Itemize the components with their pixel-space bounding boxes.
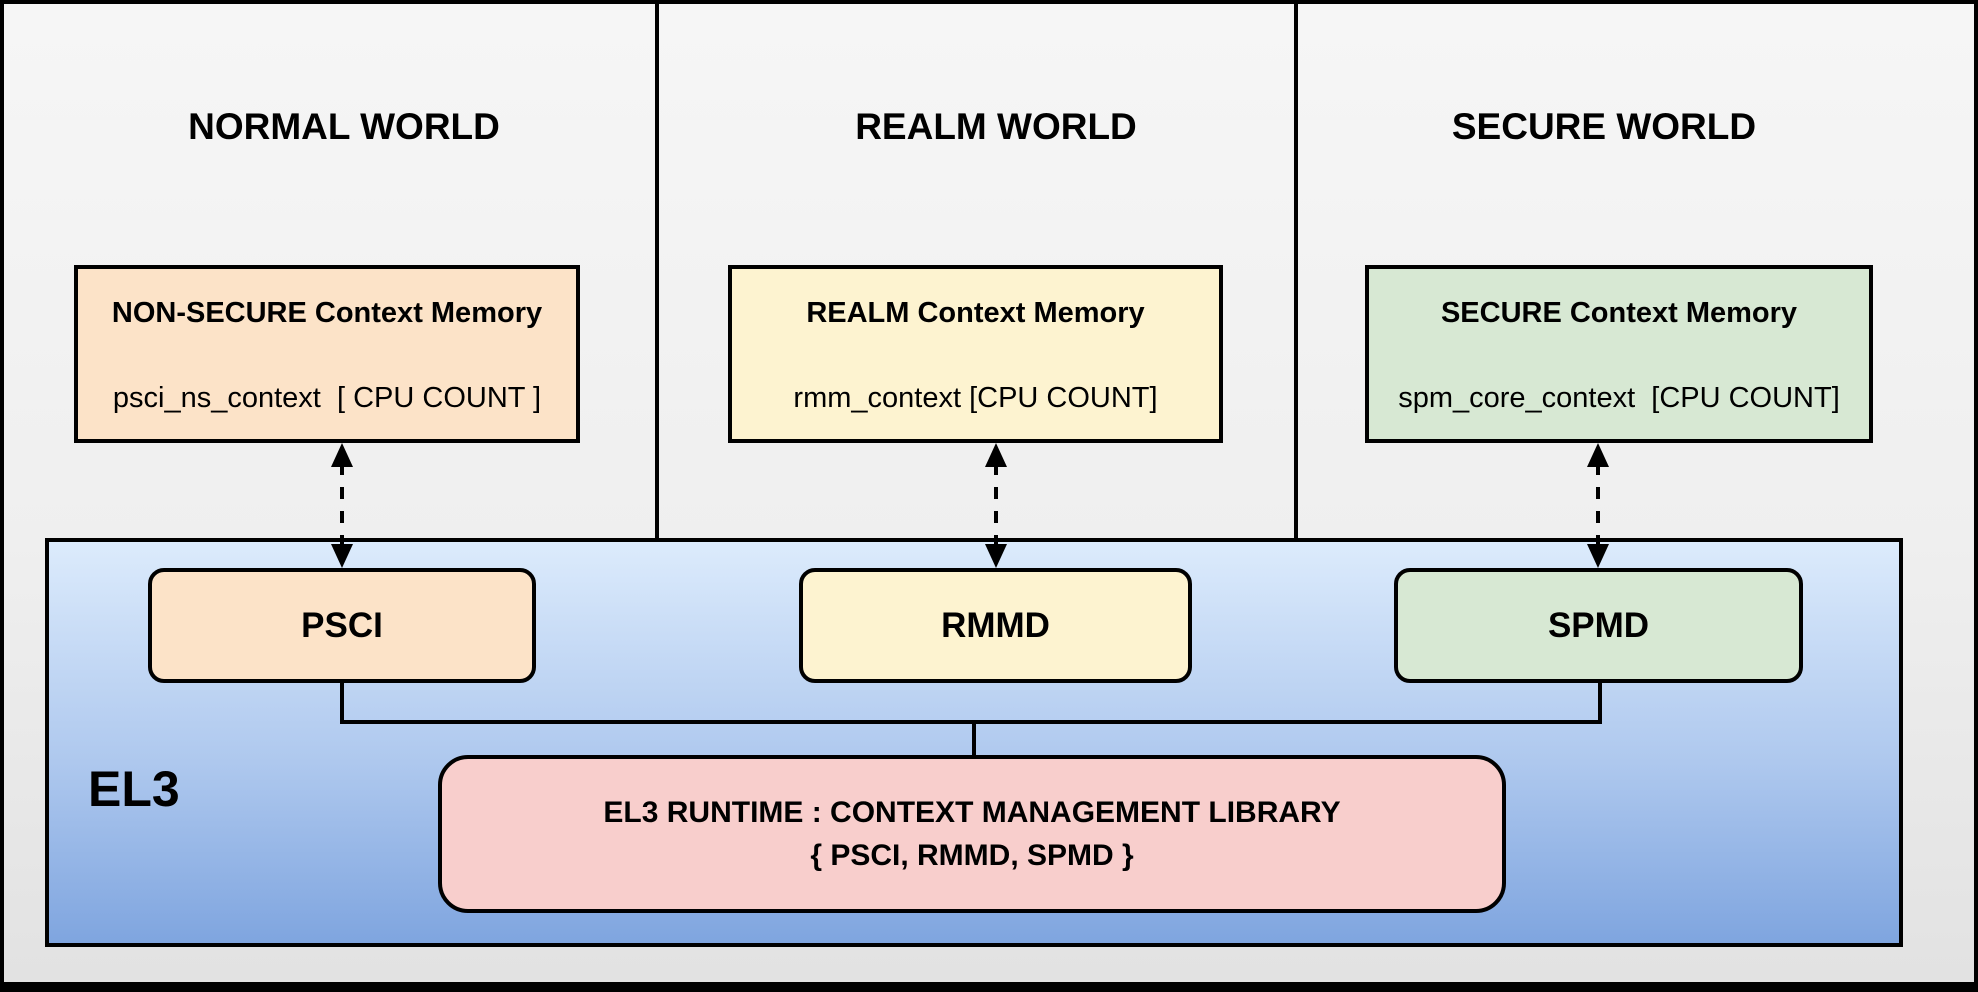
world-divider-normal-realm	[655, 4, 659, 538]
secure-context-memory-title: SECURE Context Memory	[1440, 297, 1798, 329]
dashed-line	[1596, 463, 1600, 548]
arrowhead-down-icon	[331, 544, 353, 568]
dashed-line	[994, 463, 998, 548]
secure-context-memory-detail: spm_core_context [CPU COUNT]	[1398, 382, 1840, 414]
el3-label: EL3	[88, 761, 180, 817]
nonsecure-context-memory-detail: psci_ns_context [ CPU COUNT ]	[112, 382, 542, 414]
nonsecure-context-memory-title: NON-SECURE Context Memory	[111, 297, 543, 329]
arrowhead-down-icon	[1587, 544, 1609, 568]
spmd-label: SPMD	[1547, 605, 1650, 645]
el3-runtime-line2: { PSCI, RMMD, SPMD }	[810, 838, 1134, 872]
spmd-box: SPMD	[1394, 568, 1803, 683]
realm-world-title: REALM WORLD	[855, 106, 1137, 147]
el3-runtime-box: EL3 RUNTIME : CONTEXT MANAGEMENT LIBRARY…	[438, 755, 1506, 913]
normal-world-title: NORMAL WORLD	[188, 106, 500, 147]
connector-horizontal	[340, 720, 1602, 724]
world-divider-realm-secure	[1294, 4, 1298, 538]
secure-context-memory-box: SECURE Context Memory spm_core_context […	[1365, 265, 1873, 443]
connector-psci-vertical	[340, 683, 344, 724]
realm-context-memory-title: REALM Context Memory	[806, 297, 1145, 329]
arrowhead-up-icon	[331, 443, 353, 467]
dashed-arrow-normal	[331, 443, 353, 568]
dashed-arrow-realm	[985, 443, 1007, 568]
realm-context-memory-detail: rmm_context [CPU COUNT]	[793, 382, 1158, 414]
dashed-arrow-secure	[1587, 443, 1609, 568]
rmmd-label: RMMD	[941, 605, 1050, 645]
el3-runtime-line1: EL3 RUNTIME : CONTEXT MANAGEMENT LIBRARY	[603, 795, 1341, 829]
realm-context-memory-box: REALM Context Memory rmm_context [CPU CO…	[728, 265, 1223, 443]
psci-box: PSCI	[148, 568, 536, 683]
psci-label: PSCI	[301, 605, 383, 645]
connector-spmd-vertical	[1598, 683, 1602, 724]
nonsecure-context-memory-box: NON-SECURE Context Memory psci_ns_contex…	[74, 265, 580, 443]
secure-world-title: SECURE WORLD	[1451, 106, 1757, 147]
arrowhead-down-icon	[985, 544, 1007, 568]
arrowhead-up-icon	[1587, 443, 1609, 467]
rmmd-box: RMMD	[799, 568, 1192, 683]
dashed-line	[340, 463, 344, 548]
connector-runtime-stub	[972, 724, 976, 755]
arrowhead-up-icon	[985, 443, 1007, 467]
